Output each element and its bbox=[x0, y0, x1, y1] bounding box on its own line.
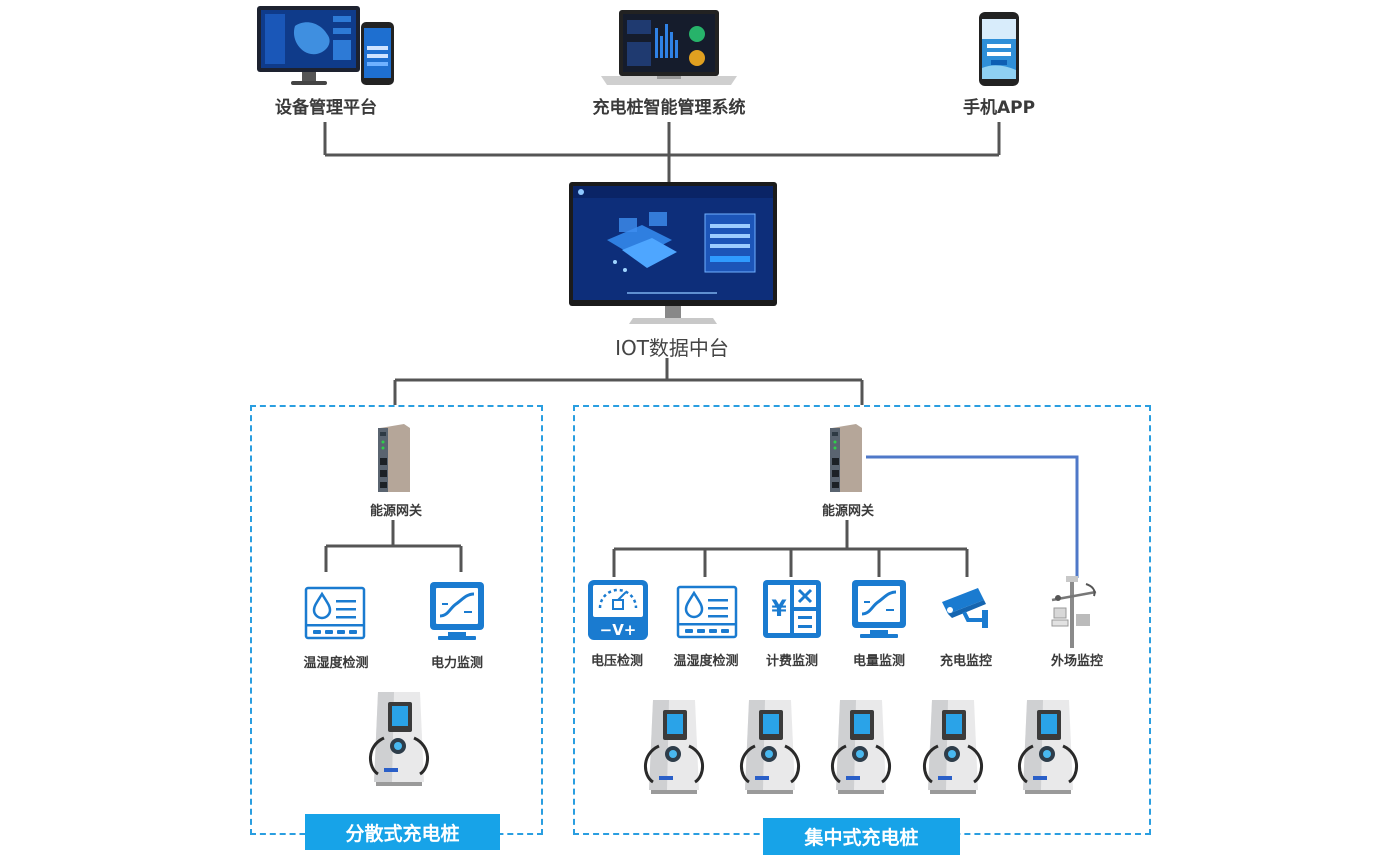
right-sensor-label: 电量监测 bbox=[852, 654, 906, 669]
charging-pile-icon bbox=[831, 700, 891, 794]
left-gateway-label: 能源网关 bbox=[369, 504, 423, 519]
svg-text:¥: ¥ bbox=[771, 597, 787, 622]
right-sensor-label: 充电监控 bbox=[939, 654, 993, 669]
right-group-title: 集中式充电桩 bbox=[763, 818, 960, 855]
desktop-monitor-icon bbox=[569, 182, 777, 324]
charging-pile-icon bbox=[1018, 700, 1078, 794]
voltage-meter-icon: −V+ bbox=[588, 580, 648, 640]
left-sensor-label: 温湿度检测 bbox=[303, 656, 369, 671]
charging-pile-icon bbox=[923, 700, 983, 794]
thermometer-hygrometer-icon bbox=[304, 586, 366, 640]
gateway-icon bbox=[830, 424, 862, 492]
gateway-icon bbox=[378, 424, 410, 492]
charging-pile-icon bbox=[644, 700, 704, 794]
power-monitor-icon bbox=[852, 580, 906, 638]
right-sensor-label: 外场监控 bbox=[1050, 654, 1104, 669]
right-sensor-label: 电压检测 bbox=[590, 654, 644, 669]
laptop-icon bbox=[601, 10, 737, 85]
weather-station-icon bbox=[1051, 576, 1097, 648]
left-group-title: 分散式充电桩 bbox=[305, 814, 500, 850]
charging-pile-icon bbox=[369, 692, 429, 786]
svg-text:−V+: −V+ bbox=[600, 621, 637, 639]
iot-platform-label: IOT数据中台 bbox=[615, 336, 729, 360]
thermometer-hygrometer-icon bbox=[676, 585, 738, 639]
power-monitor-icon bbox=[430, 582, 484, 640]
charging-system-label: 充电桩智能管理系统 bbox=[592, 98, 746, 118]
security-camera-icon bbox=[942, 588, 988, 628]
monitor-icon bbox=[257, 6, 394, 85]
right-sensor-label: 计费监测 bbox=[765, 654, 819, 669]
device-platform-label: 设备管理平台 bbox=[275, 98, 377, 118]
right-gateway-label: 能源网关 bbox=[821, 504, 875, 519]
mobile-app-label: 手机APP bbox=[962, 98, 1036, 118]
left-sensor-label: 电力监测 bbox=[430, 656, 484, 671]
calculator-icon: ¥ bbox=[763, 580, 821, 638]
phone-icon bbox=[979, 12, 1019, 86]
right-sensor-label: 温湿度检测 bbox=[673, 654, 739, 669]
charging-pile-icon bbox=[740, 700, 800, 794]
